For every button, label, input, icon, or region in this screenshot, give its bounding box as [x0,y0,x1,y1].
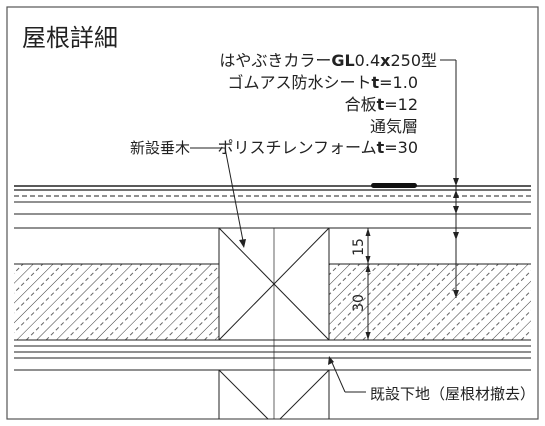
leader-arrow-sheet [453,190,459,198]
drawing-title: 屋根詳細 [22,24,118,52]
label-plywood: 合板t=12 [345,95,418,114]
leader-arrow-foam [453,290,459,298]
leader-existing-diag [329,357,346,393]
label-waterproof-sheet: ゴムアス防水シートt=1.0 [227,73,418,92]
dimension-upper: 15 [351,238,367,256]
leader-rafter-diag [224,147,245,247]
existing-rafter-diag-2 [279,369,330,420]
drawing-frame [6,6,539,420]
label-air-layer: 通気層 [370,117,418,136]
dim-arrow-2 [365,256,371,264]
leader-arrow-roofing [453,178,459,186]
roofing-seam [371,183,417,188]
leader-existing-arrow [328,356,334,365]
existing-rafter-diag-1 [218,369,269,420]
leader-arrow-plywood [453,206,459,214]
label-roofing: はやぶきカラーGL0.4x250型 [219,51,437,70]
foam-hatch-left [14,264,219,340]
dim-arrow-4 [365,332,371,340]
dimension-lower: 30 [351,294,367,312]
label-existing-substrate: 既設下地（屋根材撤去） [370,385,535,403]
leader-rafter-arrow [239,239,246,248]
label-polystyrene-foam: ポリスチレンフォームt=30 [218,138,418,157]
dim-arrow-3 [365,264,371,272]
dim-arrow-1 [365,228,371,236]
label-new-rafter: 新設垂木 [130,139,190,157]
leader-arrow-air [453,232,459,240]
foam-hatch-right [329,264,531,340]
